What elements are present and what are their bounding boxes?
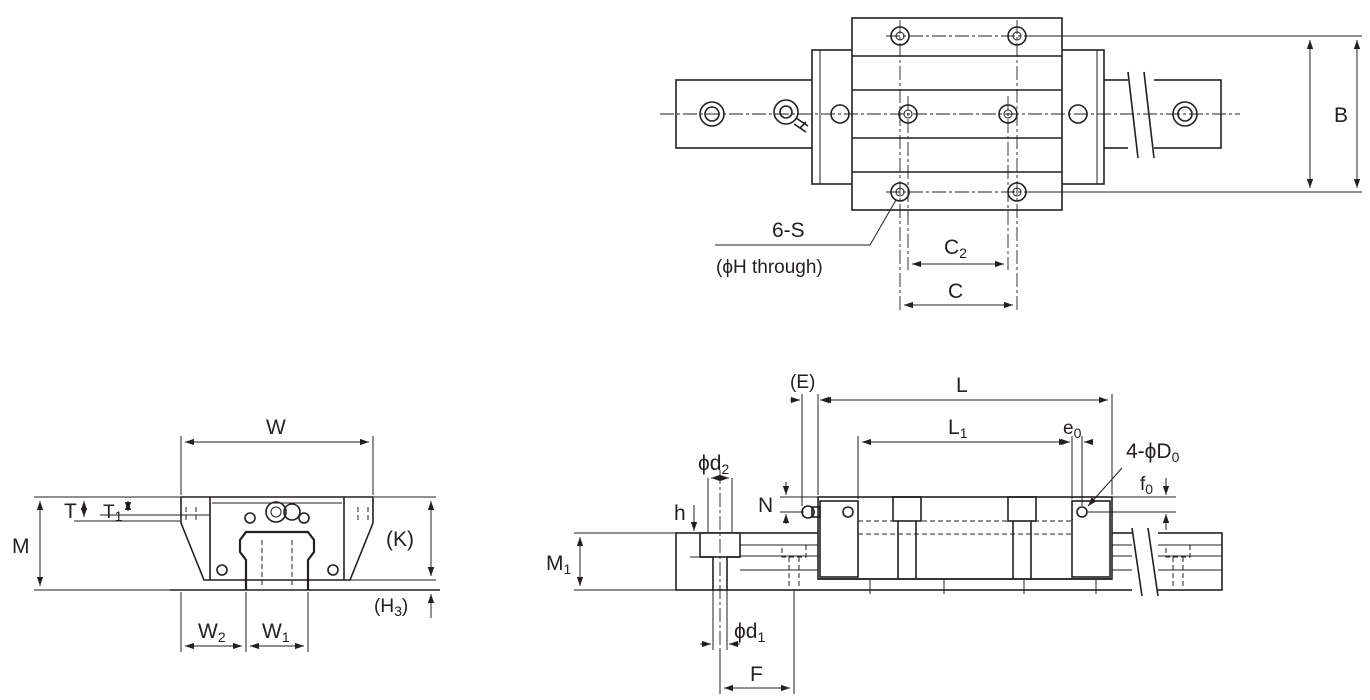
dim-label-K: (K) <box>386 528 414 551</box>
dim-label-T: T <box>64 500 77 523</box>
dim-label-E: (E) <box>790 372 815 393</box>
rail-hole-icon <box>1172 101 1198 127</box>
dim-label-M: M <box>12 535 30 558</box>
dim-label-W: W <box>266 416 286 439</box>
dim-label-F: F <box>750 663 763 686</box>
dim-label-H3: (H3) <box>374 596 408 619</box>
grease-nipple-icon <box>265 501 301 523</box>
dim-label-L: L <box>956 374 968 397</box>
dim-label-phi-d2: ϕd2 <box>698 452 729 477</box>
dim-label-e0: e0 <box>1063 418 1082 441</box>
dim-label-C: C <box>948 280 963 303</box>
front-view: W M T T1 (K) (H3) W2 W1 <box>12 416 440 652</box>
dim-label-C2: C2 <box>944 236 967 261</box>
side-view: L (E) L1 e0 4-ϕD0 f0 N ϕd2 <box>546 372 1223 694</box>
label-phi-H-through: (ϕH through) <box>716 257 823 278</box>
dim-label-B: B <box>1334 104 1348 127</box>
dim-label-T1: T1 <box>103 502 123 524</box>
dim-label-f0: f0 <box>1140 474 1153 497</box>
dim-label-W2: W2 <box>198 620 226 645</box>
dim-label-N: N <box>758 494 773 517</box>
dim-label-phi-d1: ϕd1 <box>734 620 765 645</box>
dim-label-W1: W1 <box>262 620 290 645</box>
label-4-phi-D0: 4-ϕD0 <box>1126 440 1180 465</box>
grease-nipple-icon <box>773 99 809 133</box>
dim-label-h: h <box>674 502 686 525</box>
top-view: B C2 C 6-S (ϕH through) <box>660 17 1362 310</box>
dim-label-M1: M1 <box>546 552 572 577</box>
rail-hole-icon <box>699 101 725 127</box>
label-6-S: 6-S <box>772 219 805 242</box>
dim-label-L1: L1 <box>948 416 968 441</box>
